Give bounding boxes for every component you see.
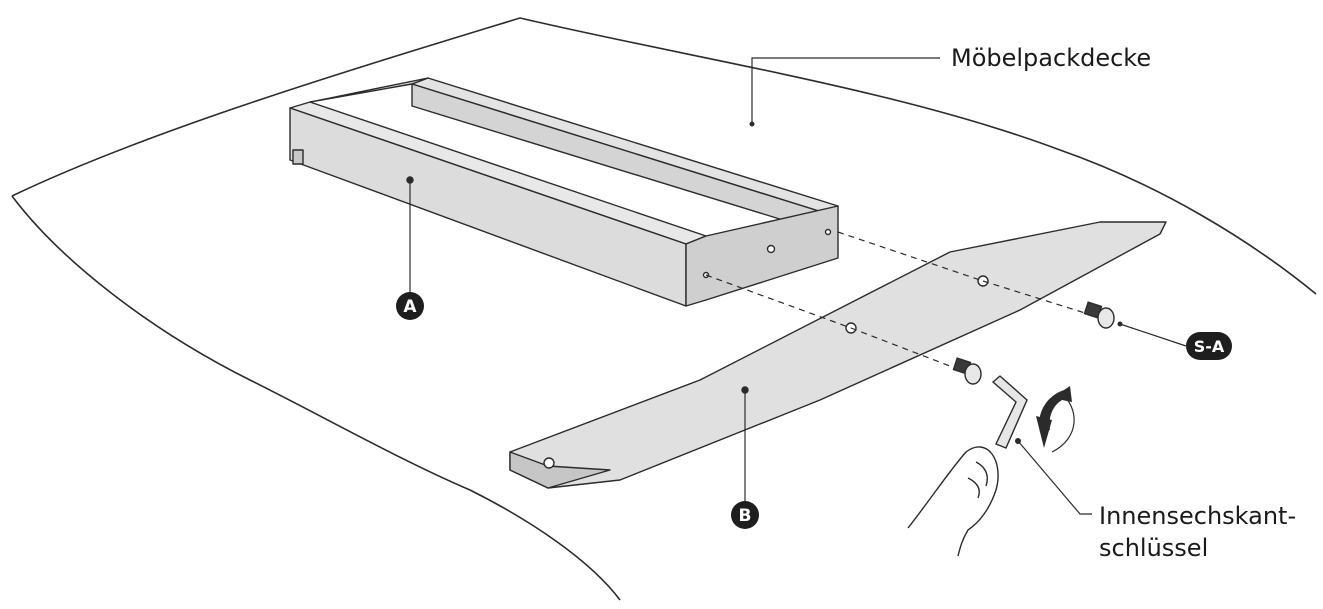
part-a-hole (824, 228, 832, 236)
leader-wrench-dot (1015, 438, 1021, 444)
alignment-lines (705, 231, 1086, 369)
leader-lines (409, 57, 1187, 515)
rotation-arrow-icon (1036, 386, 1075, 453)
leader-blanket (751, 57, 940, 124)
badge-screw: S-A (1186, 332, 1232, 360)
badge-part-b-text: B (739, 506, 752, 526)
label-hex-key: Innensechskant- schlüssel (1099, 500, 1296, 564)
badge-part-b: B (731, 501, 759, 529)
badge-part-a: A (396, 292, 424, 320)
part-a-end-plate (685, 205, 839, 307)
badge-part-a-text: A (403, 297, 417, 317)
leader-screw (1119, 323, 1187, 347)
furniture-blanket (11, 17, 1317, 295)
leader-screw-dot (1117, 321, 1123, 327)
part-a-front-rail-side (289, 107, 687, 307)
leader-wrench (1017, 440, 1092, 515)
part-a-frame (289, 77, 839, 307)
badge-screw-text: S-A (1194, 337, 1225, 356)
label-hex-key-line2: schlüssel (1099, 534, 1209, 562)
screw-upper (1083, 301, 1115, 329)
label-hex-key-line1: Innensechskant- (1099, 502, 1297, 530)
part-b-flange (509, 451, 611, 489)
part-a-cross-member (309, 77, 429, 103)
hand-icon (907, 446, 999, 557)
screw-lower (952, 357, 982, 385)
leader-blanket-dot (749, 121, 755, 127)
hex-key (991, 375, 1028, 449)
blanket-lower-edge (11, 195, 621, 601)
part-a-hole (766, 244, 776, 254)
part-a-leg-left (292, 149, 304, 165)
part-b-slot (543, 457, 555, 469)
part-b-bracket (509, 221, 1167, 489)
label-furniture-blanket: Möbelpackdecke (951, 44, 1152, 72)
